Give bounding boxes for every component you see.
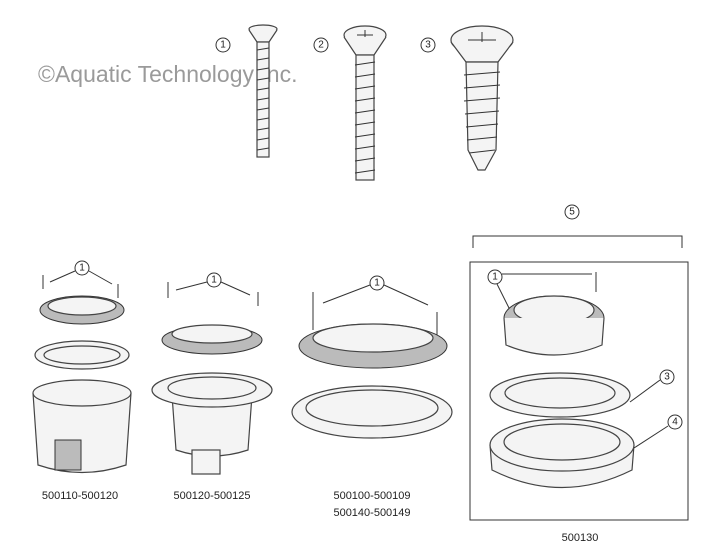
part-number-500110-500120: 500110-500120 bbox=[42, 490, 118, 502]
drain-assembly-500120: 1 500120-500125 bbox=[151, 272, 273, 502]
watermark: ©Aquatic Technology Inc. bbox=[38, 61, 297, 87]
callout-screw-1: 1 bbox=[215, 37, 231, 53]
part-number-500140-500149: 500140-500149 bbox=[333, 507, 410, 519]
callout-kit-lid-screws: 1 bbox=[487, 269, 503, 285]
svg-text:1: 1 bbox=[211, 275, 217, 286]
callout-kit-ring-screws: 3 bbox=[659, 369, 675, 385]
svg-text:1: 1 bbox=[79, 263, 85, 274]
svg-text:1: 1 bbox=[492, 272, 498, 283]
callout-kit: 5 bbox=[564, 204, 580, 220]
part-number-500100-500109: 500100-500109 bbox=[333, 490, 410, 502]
kit-500130: 5 1 3 4 500130 bbox=[469, 204, 689, 544]
svg-text:3: 3 bbox=[664, 372, 670, 383]
drain-assembly-500110: 1 500110-500120 bbox=[32, 260, 132, 502]
svg-text:5: 5 bbox=[569, 207, 575, 218]
svg-text:1: 1 bbox=[374, 278, 380, 289]
svg-text:2: 2 bbox=[318, 40, 324, 51]
callout-group3: 1 bbox=[369, 275, 385, 291]
screw-1 bbox=[248, 24, 278, 158]
kit-bracket bbox=[472, 235, 683, 248]
part-number-500120-500125: 500120-500125 bbox=[173, 490, 250, 502]
callout-screw-3: 3 bbox=[420, 37, 436, 53]
callout-screw-2: 2 bbox=[313, 37, 329, 53]
drain-assembly-500100: 1 500100-500109 500140-500149 bbox=[291, 275, 453, 519]
screw-2 bbox=[343, 25, 387, 181]
svg-text:4: 4 bbox=[672, 417, 678, 428]
kit-box bbox=[469, 261, 689, 521]
svg-text:1: 1 bbox=[220, 40, 226, 51]
svg-text:3: 3 bbox=[425, 40, 431, 51]
part-number-500130: 500130 bbox=[562, 532, 599, 544]
callout-kit-base: 4 bbox=[667, 414, 683, 430]
screw-3 bbox=[450, 25, 514, 171]
callout-group2: 1 bbox=[206, 272, 222, 288]
callout-group1: 1 bbox=[74, 260, 90, 276]
